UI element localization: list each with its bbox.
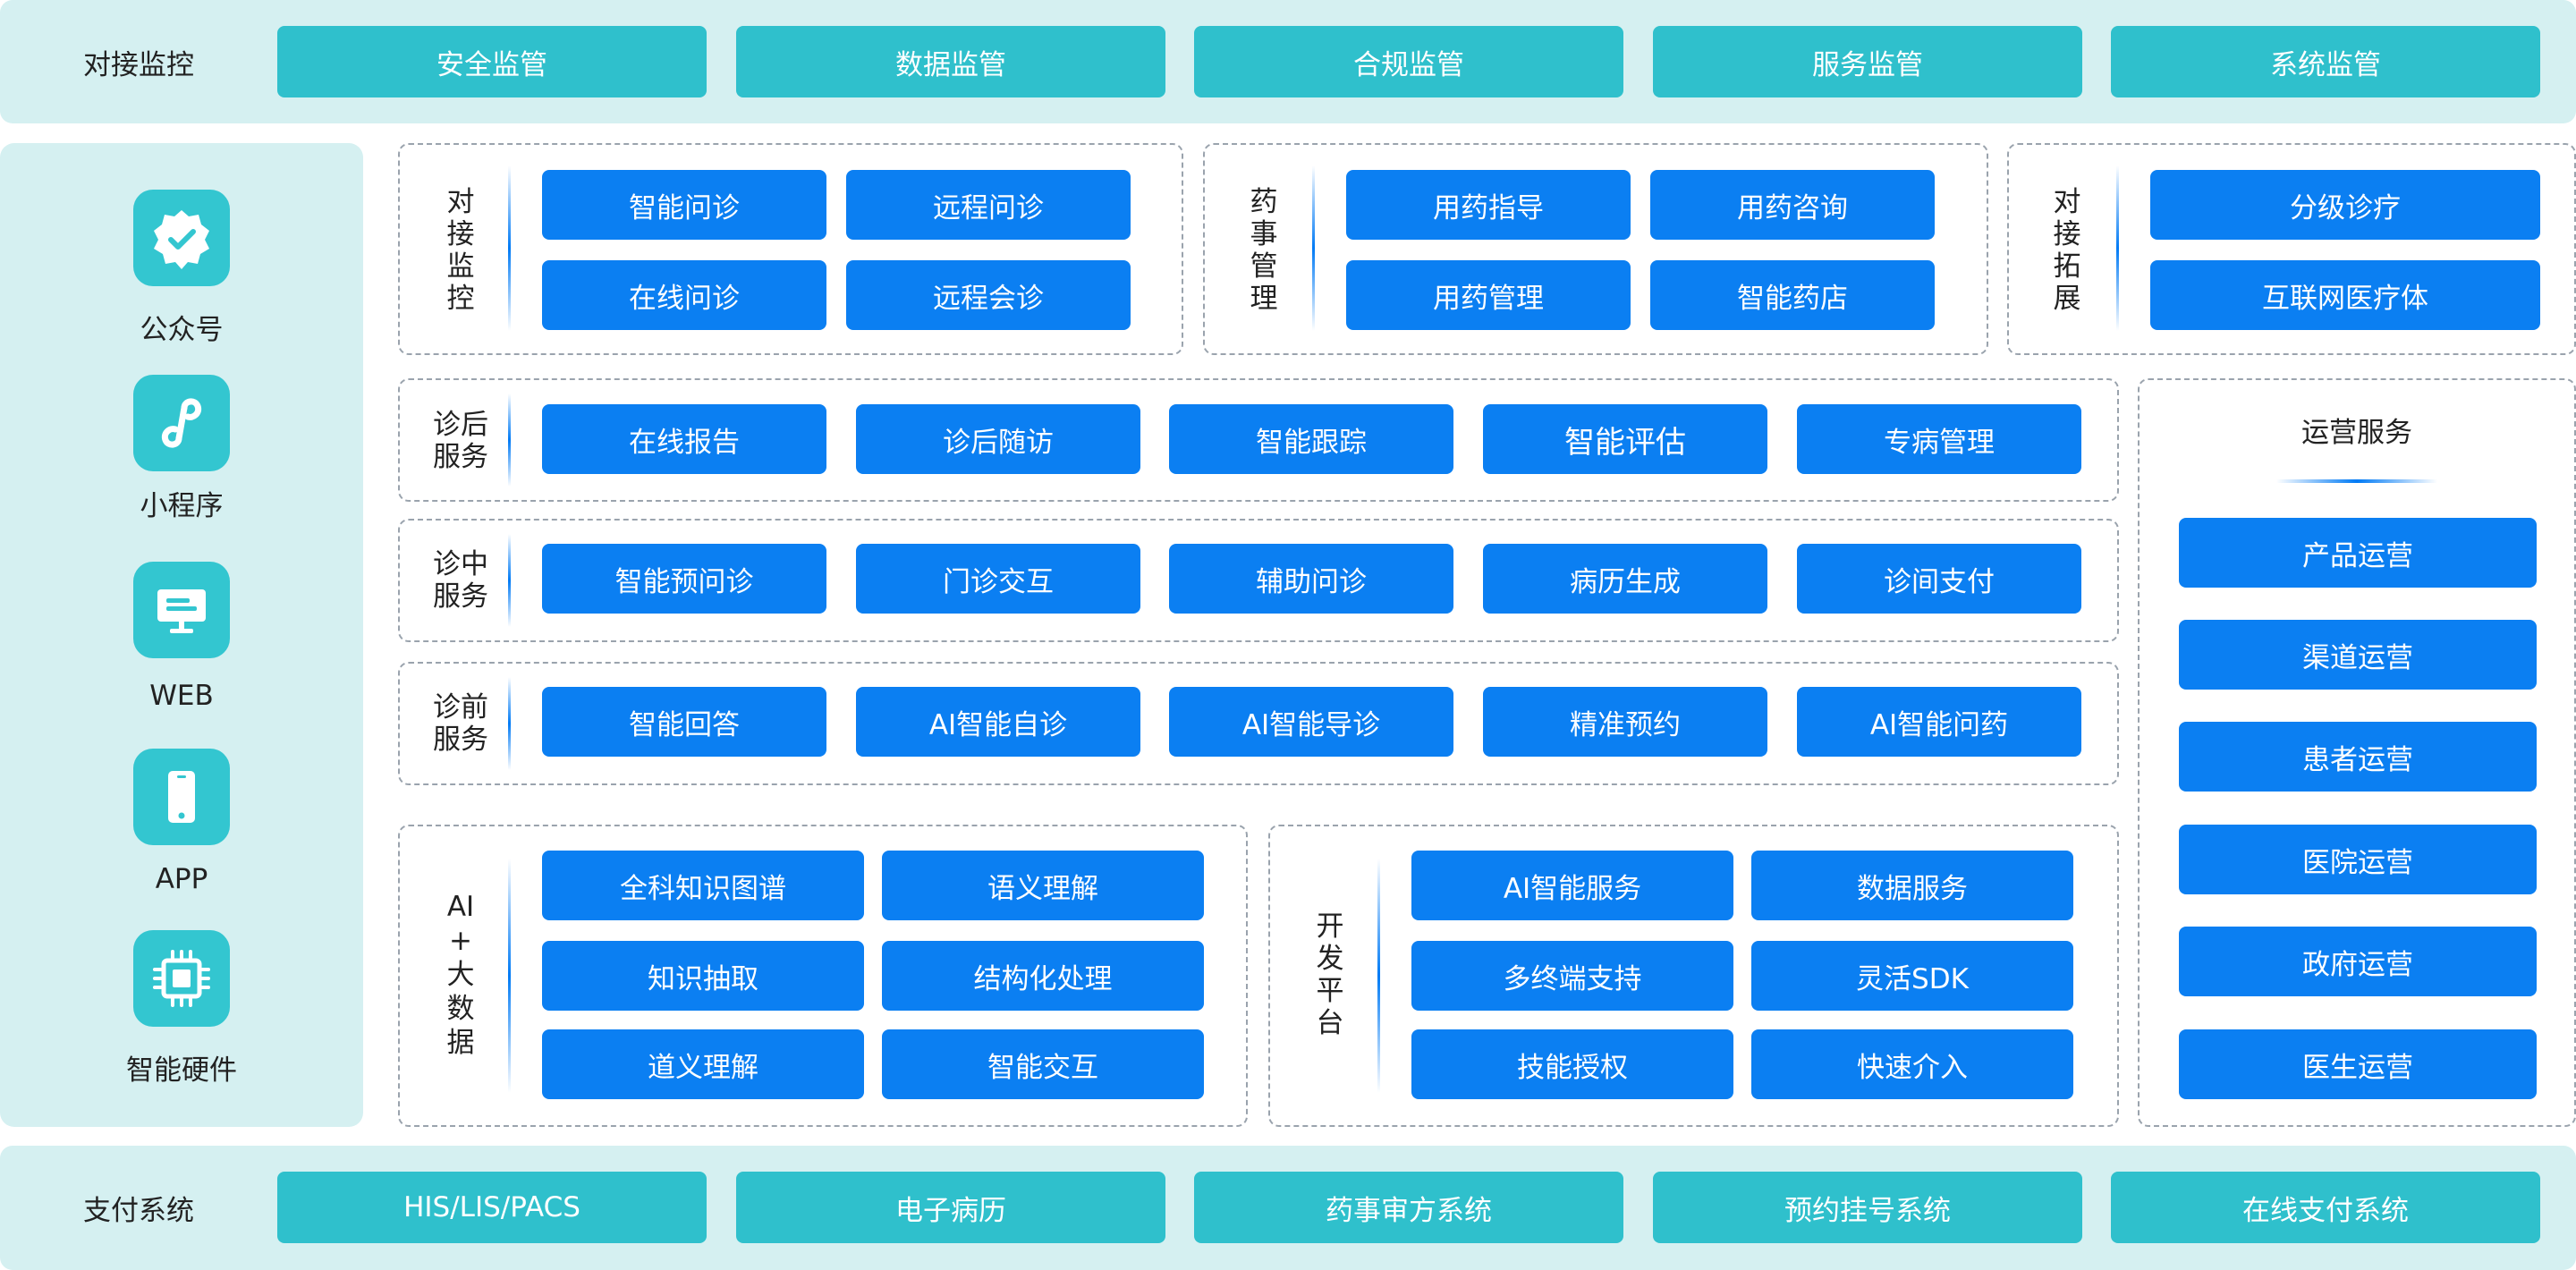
smart-tracking-button[interactable]: 智能跟踪 (1169, 404, 1453, 474)
mini-program-icon (133, 375, 230, 471)
ai-big-data-group (398, 825, 1248, 1127)
ai-medication-inquiry-button[interactable]: AI智能问药 (1797, 687, 2081, 757)
multi-terminal-button[interactable]: 多终端支持 (1411, 941, 1733, 1011)
knowledge-graph-button[interactable]: 全科知识图谱 (542, 851, 864, 920)
post-diagnosis-label: 诊后 服务 (433, 409, 488, 473)
operations-service-group (2138, 378, 2576, 1127)
chip-icon (133, 930, 230, 1027)
quick-access-button[interactable]: 快速介入 (1751, 1029, 2073, 1099)
bottom-band: 支付系统 HIS/LIS/PACS 电子病历 药事审方系统 预约挂号系统 在线支… (0, 1146, 2576, 1270)
internet-medical-alliance-button[interactable]: 互联网医疗体 (2150, 260, 2540, 330)
his-lis-pacs-button[interactable]: HIS/LIS/PACS (277, 1172, 707, 1243)
follow-up-button[interactable]: 诊后随访 (856, 404, 1140, 474)
pre-diagnosis-row (398, 662, 2119, 785)
sidebar-label-app: APP (155, 863, 208, 895)
medication-guidance-button[interactable]: 用药指导 (1346, 170, 1631, 240)
during-diagnosis-divider (508, 534, 511, 627)
government-operation-button[interactable]: 政府运营 (2179, 927, 2537, 996)
online-report-button[interactable]: 在线报告 (542, 404, 826, 474)
ai-big-data-label: AI + 大 数 据 (446, 891, 475, 1059)
flexible-sdk-button[interactable]: 灵活SDK (1751, 941, 2073, 1011)
during-diagnosis-label: 诊中 服务 (433, 548, 488, 613)
medical-record-generation-button[interactable]: 病历生成 (1483, 544, 1767, 614)
ai-big-data-divider (508, 859, 511, 1093)
ai-triage-button[interactable]: AI智能导诊 (1169, 687, 1453, 757)
top-band: 对接监控 安全监管 数据监管 合规监管 服务监管 系统监管 (0, 0, 2576, 123)
pharmacy-management-label: 药 事 管 理 (1250, 186, 1278, 315)
docking-monitoring-divider (508, 165, 511, 331)
smart-answer-button[interactable]: 智能回答 (542, 687, 826, 757)
post-diagnosis-row (398, 378, 2119, 502)
during-diagnosis-row (398, 519, 2119, 642)
post-diagnosis-divider (508, 394, 511, 487)
semantic-understanding-button[interactable]: 语义理解 (882, 851, 1204, 920)
medication-management-button[interactable]: 用药管理 (1346, 260, 1631, 330)
channel-operation-button[interactable]: 渠道运营 (2179, 620, 2537, 690)
precise-appointment-button[interactable]: 精准预约 (1483, 687, 1767, 757)
patient-operation-button[interactable]: 患者运营 (2179, 722, 2537, 792)
bottom-band-label: 支付系统 (83, 1194, 194, 1227)
online-payment-button[interactable]: 在线支付系统 (2111, 1172, 2540, 1243)
disease-management-button[interactable]: 专病管理 (1797, 404, 2081, 474)
docking-expansion-group (2007, 143, 2576, 355)
smartphone-icon (133, 749, 230, 845)
smart-pharmacy-button[interactable]: 智能药店 (1650, 260, 1935, 330)
remote-consultation-button[interactable]: 远程问诊 (846, 170, 1131, 240)
in-clinic-payment-button[interactable]: 诊间支付 (1797, 544, 2081, 614)
ai-self-diagnosis-button[interactable]: AI智能自诊 (856, 687, 1140, 757)
pre-diagnosis-divider (508, 677, 511, 770)
top-band-label: 对接监控 (83, 48, 194, 81)
product-operation-button[interactable]: 产品运营 (2179, 518, 2537, 588)
operations-service-title: 运营服务 (2301, 416, 2412, 449)
tiered-diagnosis-button[interactable]: 分级诊疗 (2150, 170, 2540, 240)
skill-authorization-button[interactable]: 技能授权 (1411, 1029, 1733, 1099)
docking-expansion-divider (2116, 165, 2119, 331)
system-supervision-button[interactable]: 系统监管 (2111, 26, 2540, 97)
emr-button[interactable]: 电子病历 (736, 1172, 1165, 1243)
doctor-operation-button[interactable]: 医生运营 (2179, 1029, 2537, 1099)
sidebar-label-mini-program: 小程序 (140, 489, 224, 522)
online-consultation-button[interactable]: 在线问诊 (542, 260, 826, 330)
ai-service-button[interactable]: AI智能服务 (1411, 851, 1733, 920)
prescription-review-button[interactable]: 药事审方系统 (1194, 1172, 1623, 1243)
docking-monitoring-group (398, 143, 1183, 355)
pre-diagnosis-label: 诊前 服务 (433, 691, 488, 756)
sidebar-label-official-account: 公众号 (140, 313, 224, 346)
safety-supervision-button[interactable]: 安全监管 (277, 26, 707, 97)
smart-pre-consultation-button[interactable]: 智能预问诊 (542, 544, 826, 614)
docking-monitoring-label: 对 接 监 控 (446, 186, 475, 315)
assisted-consultation-button[interactable]: 辅助问诊 (1169, 544, 1453, 614)
data-supervision-button[interactable]: 数据监管 (736, 26, 1165, 97)
pharmacy-management-group (1203, 143, 1988, 355)
monitor-icon (133, 562, 230, 658)
compliance-supervision-button[interactable]: 合规监管 (1194, 26, 1623, 97)
service-supervision-button[interactable]: 服务监管 (1653, 26, 2082, 97)
operations-service-divider (2276, 479, 2437, 483)
dev-platform-group (1268, 825, 2119, 1127)
meaning-understanding-button[interactable]: 道义理解 (542, 1029, 864, 1099)
appointment-registration-button[interactable]: 预约挂号系统 (1653, 1172, 2082, 1243)
structured-processing-button[interactable]: 结构化处理 (882, 941, 1204, 1011)
smart-consultation-button[interactable]: 智能问诊 (542, 170, 826, 240)
data-service-button[interactable]: 数据服务 (1751, 851, 2073, 920)
outpatient-interaction-button[interactable]: 门诊交互 (856, 544, 1140, 614)
badge-check-icon (133, 190, 230, 286)
sidebar-label-smart-hardware: 智能硬件 (126, 1054, 237, 1087)
sidebar-label-web: WEB (149, 680, 214, 712)
docking-expansion-label: 对 接 拓 展 (2053, 186, 2081, 315)
remote-group-consultation-button[interactable]: 远程会诊 (846, 260, 1131, 330)
pharmacy-management-divider (1312, 165, 1315, 331)
smart-interaction-button[interactable]: 智能交互 (882, 1029, 1204, 1099)
client-sidebar: 公众号 小程序 WEB APP (0, 143, 363, 1127)
knowledge-extraction-button[interactable]: 知识抽取 (542, 941, 864, 1011)
dev-platform-divider (1377, 859, 1380, 1093)
medication-inquiry-button[interactable]: 用药咨询 (1650, 170, 1935, 240)
smart-evaluation-button[interactable]: 智能评估 (1483, 404, 1767, 474)
dev-platform-label: 开 发 平 台 (1316, 910, 1344, 1039)
hospital-operation-button[interactable]: 医院运营 (2179, 825, 2537, 894)
